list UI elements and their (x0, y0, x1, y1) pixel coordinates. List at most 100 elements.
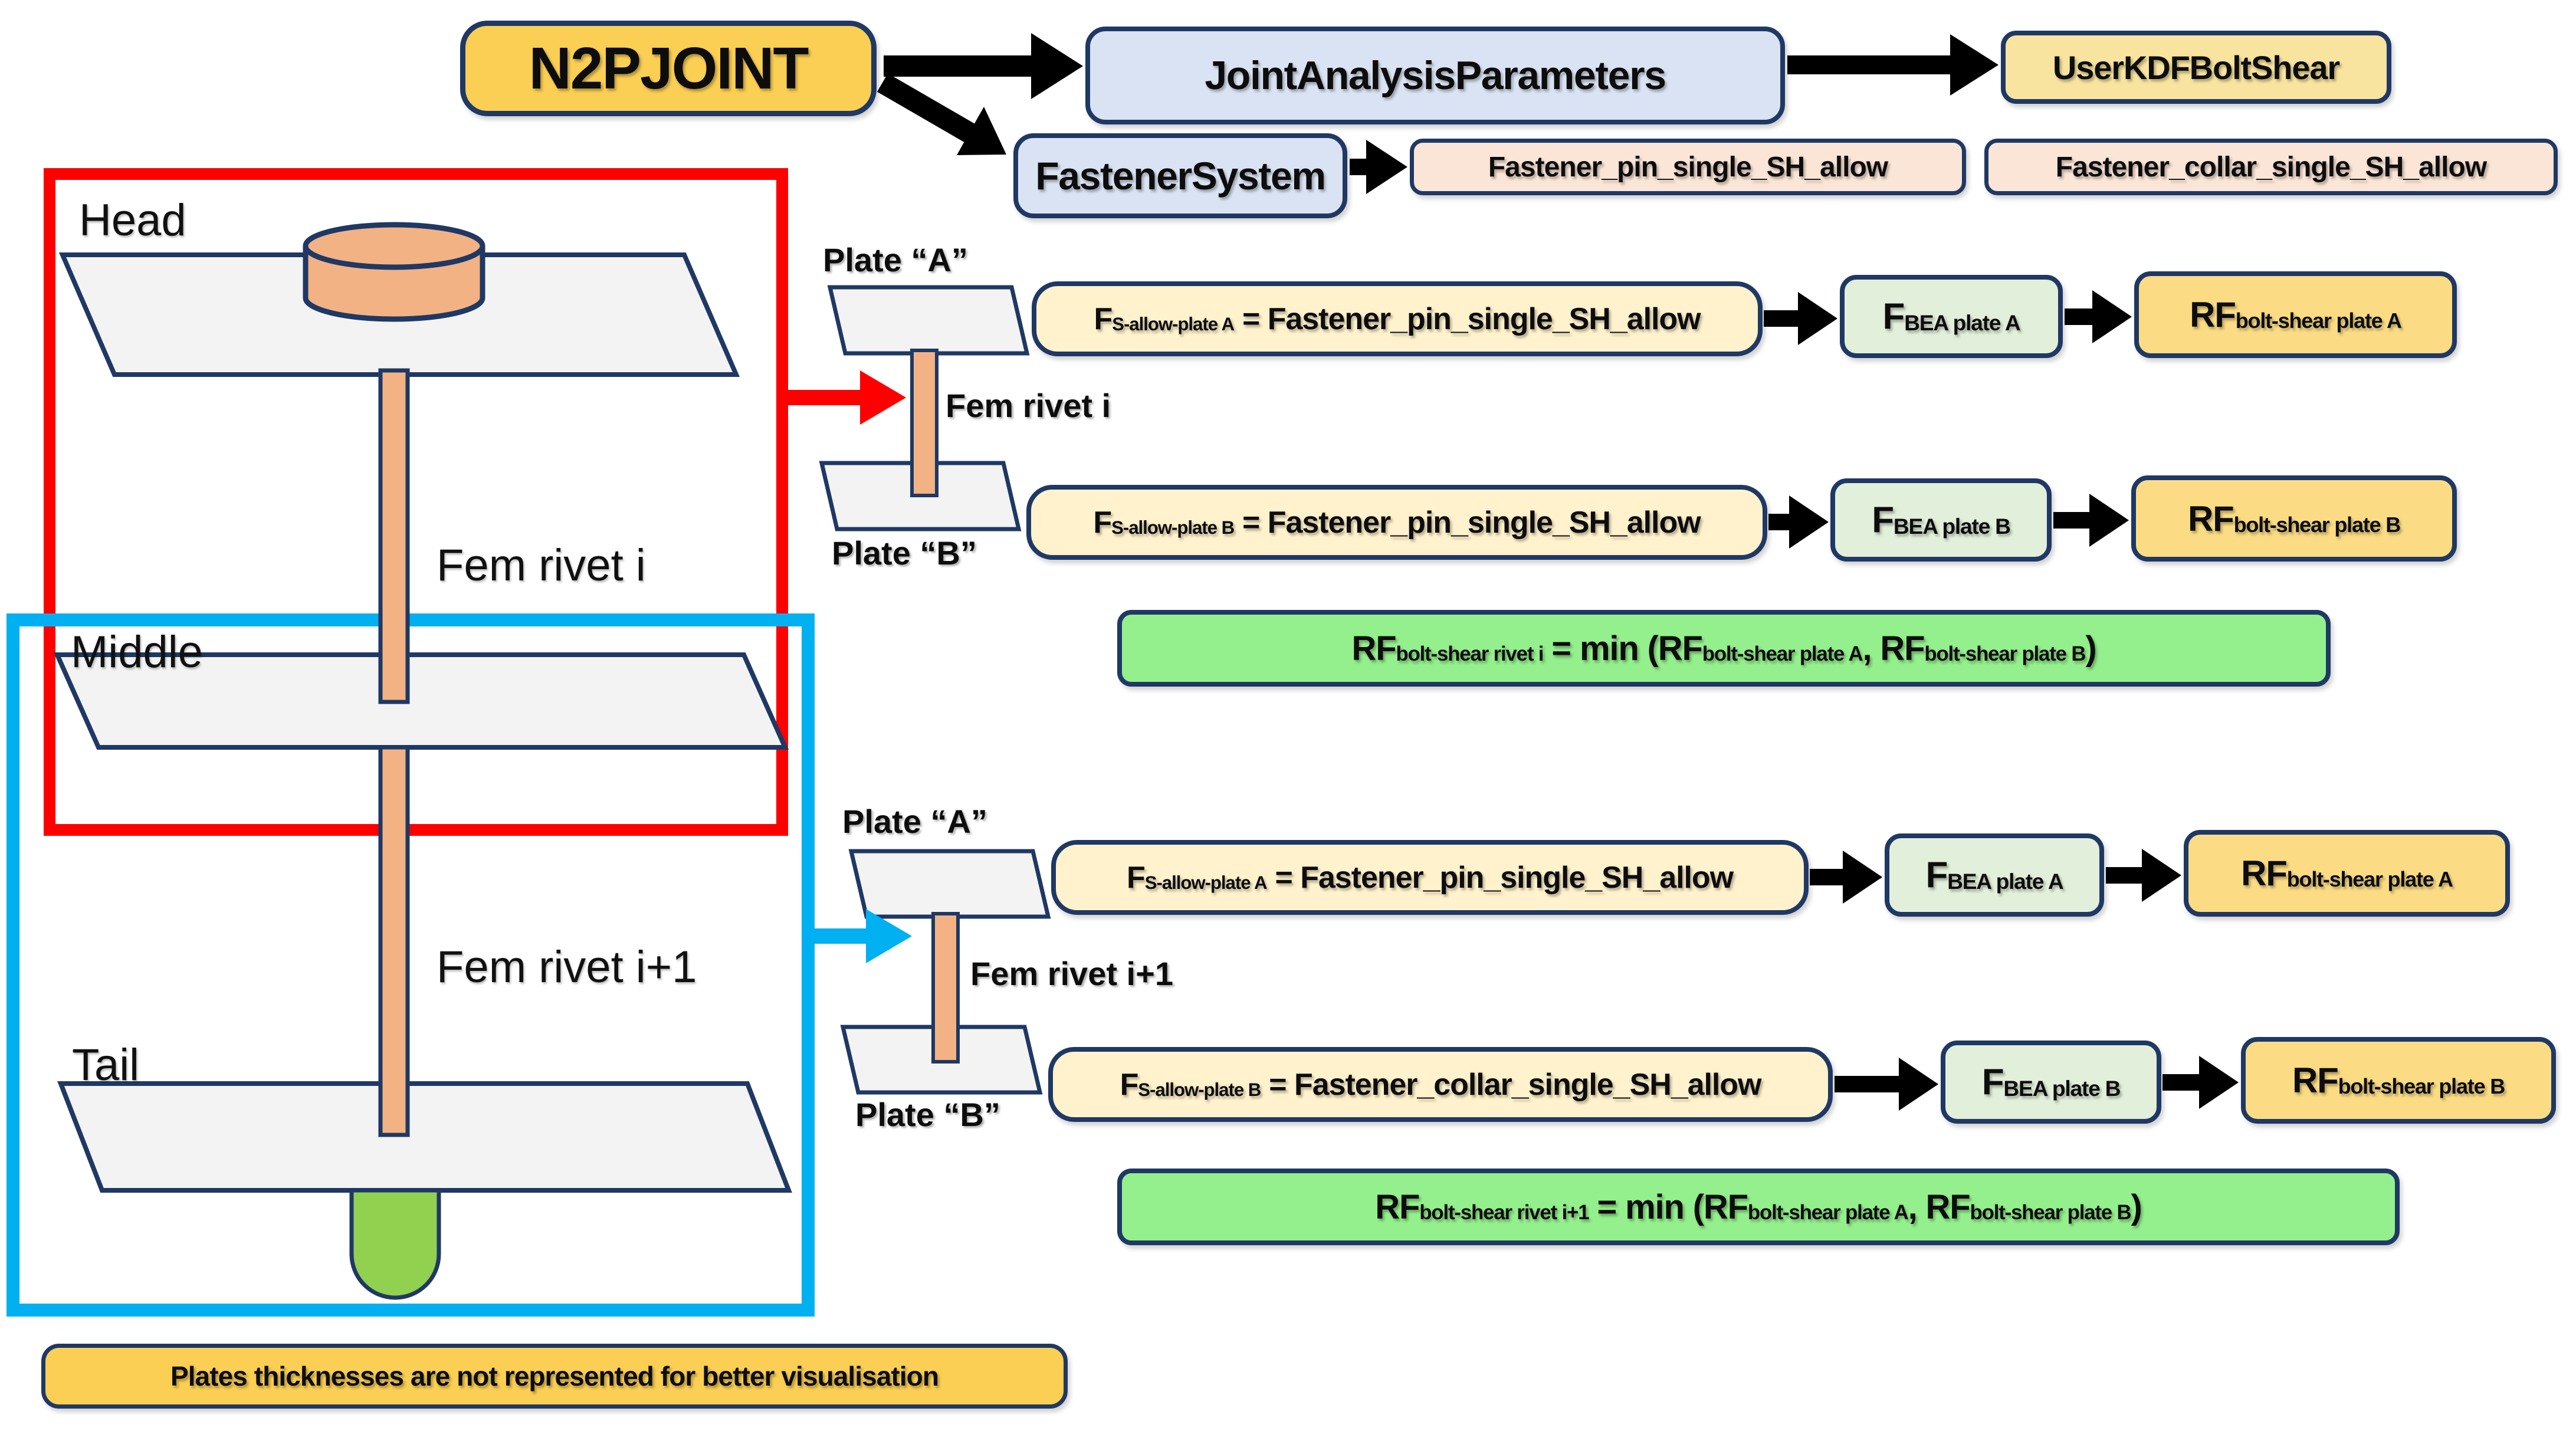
formula-base: F (1872, 500, 1894, 540)
group2-plate-b-label: Plate “B” (855, 1096, 1000, 1133)
formula-subscript: bolt-shear plate B (2338, 1074, 2506, 1099)
formula-base: F (1882, 296, 1905, 337)
arrow-g1-fa-to-fbea (1764, 292, 1837, 345)
rivet-i1-blue-frame (6, 613, 815, 1317)
arrow-fs-to-pin (1350, 140, 1407, 194)
formula-mid: , RF (1908, 1187, 1971, 1226)
formula-subscript: BEA plate A (1947, 869, 2064, 894)
group2-fem-rivet-label: Fem rivet i+1 (970, 955, 1173, 992)
formula-subscript: bolt-shear plate B (1924, 642, 2086, 666)
formula-base: F (1925, 855, 1948, 895)
group1-plate-a-shape (827, 285, 1030, 356)
arrow-g1-fbea-a-to-rf (2065, 290, 2132, 343)
formula-base: RF (1351, 629, 1396, 668)
formula-subscript: bolt-shear plate A (1702, 642, 1863, 666)
arrow-g1-fb-to-fbea (1768, 495, 1829, 549)
fastener-pin-single-sh-allow-box[interactable]: Fastener_pin_single_SH_allow (1410, 139, 1966, 195)
formula-subscript: bolt-shear plate A (2286, 867, 2453, 892)
rivet-i1-shaft (378, 745, 410, 1137)
group1-rivet-shaft (910, 349, 938, 497)
arrow-g2-fa-to-fbea (1810, 851, 1882, 904)
arrow-g1-fbea-b-to-rf (2053, 494, 2129, 547)
formula-rhs: = Fastener_collar_single_SH_allow (1269, 1067, 1761, 1102)
fem-rivet-i1-label: Fem rivet i+1 (437, 942, 697, 992)
rivet-tail-collar (349, 1188, 441, 1300)
rivet-head-cylinder-top (303, 222, 485, 270)
formula-base: F (1120, 1067, 1139, 1102)
formula-base: F (1094, 301, 1113, 336)
arrow-g2-fbea-b-to-rf (2162, 1056, 2239, 1109)
formula-base: RF (2292, 1061, 2339, 1100)
formula-close: ) (2085, 629, 2096, 668)
formula-subscript: bolt-shear rivet i (1396, 642, 1544, 666)
formula-subscript: BEA plate B (2003, 1076, 2121, 1101)
formula-subscript: bolt-shear plate B (2233, 512, 2401, 537)
joint-analysis-parameters-box[interactable]: JointAnalysisParameters (1085, 27, 1785, 124)
group1-plate-b-label: Plate “B” (832, 534, 977, 572)
formula-subscript: BEA plate B (1893, 514, 2011, 539)
formula-rhs: = Fastener_pin_single_SH_allow (1275, 860, 1734, 895)
formula-subscript: S-allow-plate B (1111, 517, 1235, 538)
formula-rhs: = Fastener_pin_single_SH_allow (1242, 301, 1701, 336)
n2pjoint-root-box[interactable]: N2PJOINT (460, 21, 877, 116)
formula-mid: = min (RF (1551, 629, 1703, 668)
formula-subscript: S-allow-plate A (1144, 872, 1268, 893)
formula-subscript: BEA plate A (1904, 310, 2021, 336)
middle-label: Middle (71, 627, 203, 677)
formula-mid: , RF (1862, 629, 1925, 668)
formula-rhs: = Fastener_pin_single_SH_allow (1242, 505, 1701, 540)
formula-base: RF (2241, 854, 2288, 893)
tail-label: Tail (72, 1040, 140, 1090)
middle-plate (53, 652, 789, 750)
formula-subscript: bolt-shear rivet i+1 (1419, 1201, 1589, 1225)
formula-subscript: S-allow-plate A (1112, 313, 1235, 334)
formula-mid: = min (RF (1597, 1187, 1748, 1226)
arrow-root-to-fastenersystem (877, 73, 1006, 155)
formula-base: RF (2187, 498, 2234, 539)
fem-rivet-i-label: Fem rivet i (437, 540, 646, 590)
arrow-g2-fb-to-fbea (1835, 1058, 1938, 1111)
formula-base: RF (2190, 295, 2236, 334)
arrow-g2-fbea-a-to-rf (2106, 849, 2181, 902)
formula-subscript: bolt-shear plate A (1747, 1201, 1909, 1225)
group2-plate-a-label: Plate “A” (842, 803, 987, 840)
fastener-collar-single-sh-allow-box[interactable]: Fastener_collar_single_SH_allow (1984, 139, 2558, 195)
arrow-root-to-jap (884, 33, 1083, 99)
group2-rivet-shaft (931, 912, 960, 1064)
arrow-cyan-rivet-i1-pointer (809, 909, 912, 963)
head-label: Head (79, 195, 186, 245)
formula-base: F (1093, 505, 1112, 540)
plates-thickness-note: Plates thicknesses are not represented f… (41, 1344, 1068, 1409)
formula-subscript: S-allow-plate B (1138, 1079, 1261, 1100)
rivet-i-red-frame (44, 168, 788, 836)
arrow-jap-to-kdf (1787, 34, 1999, 96)
group2-plate-a-shape (848, 849, 1051, 919)
formula-base: RF (1375, 1187, 1420, 1226)
formula-base: F (1126, 860, 1146, 895)
group1-fem-rivet-label: Fem rivet i (946, 387, 1111, 424)
user-kdf-bolt-shear-box[interactable]: UserKDFBoltShear (2001, 31, 2391, 104)
fastener-system-box[interactable]: FastenerSystem (1013, 133, 1347, 218)
arrow-red-rivet-i-pointer (786, 370, 906, 425)
formula-subscript: bolt-shear plate A (2235, 308, 2402, 333)
tail-plate (57, 1081, 792, 1193)
formula-base: F (1981, 1062, 2004, 1102)
rivet-i-shaft (378, 368, 410, 704)
formula-subscript: bolt-shear plate B (1970, 1201, 2132, 1225)
